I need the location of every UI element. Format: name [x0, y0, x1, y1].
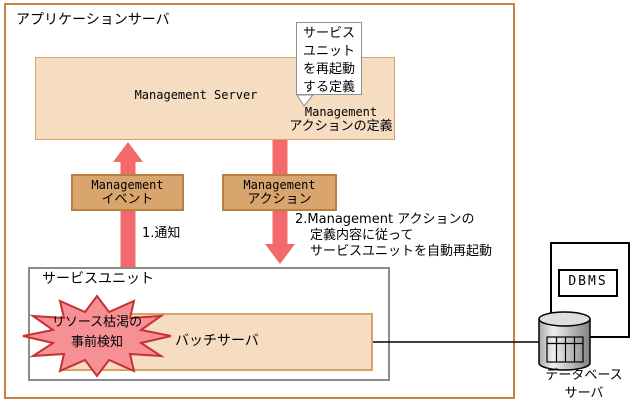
note-line: ユニット: [302, 44, 355, 59]
service-unit-label: サービスユニット: [42, 271, 154, 287]
note-line: する定義: [302, 80, 355, 95]
management-action-box: Management アクション: [222, 174, 337, 211]
action-definition-label-line1: Management: [304, 105, 378, 119]
database-server-label-line1: データベース: [545, 368, 623, 383]
action-step-note-line1: 2.Management アクションの: [295, 212, 475, 227]
management-server-label: Management Server: [134, 88, 258, 102]
management-event-box: Management イベント: [71, 174, 184, 211]
application-server-box: [4, 3, 515, 399]
management-action-label-line2: アクション: [247, 192, 312, 207]
resource-burst-label-line2: 事前検知: [70, 335, 123, 350]
resource-burst-label-line1: リソース枯渇の: [51, 315, 143, 330]
action-step-note-line3: サービスユニットを自動再起動: [310, 244, 493, 259]
database-server-label-line2: サーバ: [564, 386, 604, 401]
batch-server-label: バッチサーバ: [175, 333, 259, 349]
dbms-box: [558, 269, 618, 297]
management-event-label-line2: イベント: [101, 192, 154, 207]
management-action-label-line1: Management: [243, 178, 316, 192]
action-step-note-line2: 定義内容に従って: [310, 228, 414, 243]
table-grid-icon: [546, 336, 584, 363]
application-server-label: アプリケーションサーバ: [16, 12, 170, 28]
management-event-label-line1: Management: [91, 178, 164, 192]
action-definition-label-line2: アクションの定義: [289, 119, 393, 134]
note-line: サービス: [302, 26, 355, 41]
dbms-label: DBMS: [568, 274, 608, 289]
service-restart-note: サービス ユニット を再起動 する定義: [296, 22, 362, 95]
notify-step-label: 1.通知: [142, 226, 181, 241]
note-line: を再起動: [302, 62, 355, 77]
